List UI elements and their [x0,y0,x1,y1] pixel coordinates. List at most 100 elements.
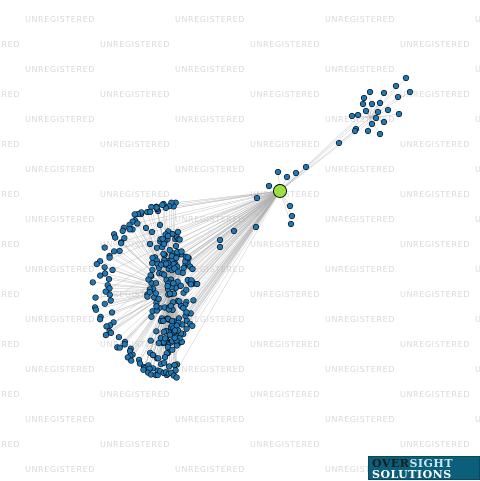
graph-node [158,262,164,268]
graph-node [148,272,154,278]
watermark-text: UNREGISTERED [475,365,480,374]
graph-node [147,209,153,215]
watermark-text: UNREGISTERED [0,390,20,399]
graph-node [336,140,342,146]
graph-node [135,221,141,227]
graph-node [154,245,160,251]
graph-node [157,222,163,228]
watermark-text: UNREGISTERED [325,365,395,374]
watermark-text: UNREGISTERED [250,240,320,249]
watermark-text: UNREGISTERED [0,290,20,299]
graph-node [367,89,373,95]
watermark-text: UNREGISTERED [175,415,245,424]
watermark-text: UNREGISTERED [0,40,20,49]
graph-node [165,233,171,239]
graph-node [162,354,168,360]
graph-node [194,281,200,287]
logo-word-solutions: SOLUTIONS [372,469,476,480]
watermark-text: UNREGISTERED [175,115,245,124]
watermark-text: UNREGISTERED [325,415,395,424]
graph-node [177,299,183,305]
graph-node [175,269,181,275]
graph-node [161,329,167,335]
graph-node [174,375,180,381]
graph-node [253,224,259,230]
graph-node [349,113,355,119]
graph-node [107,292,113,298]
watermark-text: UNREGISTERED [25,15,95,24]
graph-node [373,115,379,121]
graph-node [154,304,160,310]
graph-node [143,225,149,231]
graph-node [160,318,166,324]
graph-node [122,342,128,348]
graph-node [117,248,123,254]
graph-node [97,317,103,323]
watermark-text: UNREGISTERED [325,315,395,324]
watermark-text: UNREGISTERED [0,240,20,249]
graph-node [403,75,409,81]
watermark-text: UNREGISTERED [250,440,320,449]
watermark-text: UNREGISTERED [250,90,320,99]
watermark-text: UNREGISTERED [250,290,320,299]
watermark-text: UNREGISTERED [0,340,20,349]
watermark-text: UNREGISTERED [475,315,480,324]
watermark-text: UNREGISTERED [0,440,20,449]
graph-node [287,203,293,209]
graph-node [149,314,155,320]
graph-node [293,170,299,176]
graph-node [217,237,223,243]
graph-node [153,280,159,286]
graph-node [154,205,160,211]
graph-node [112,235,118,241]
watermark-text: UNREGISTERED [325,65,395,74]
graph-node [303,164,309,170]
graph-node [172,328,178,334]
graph-node [156,340,162,346]
graph-node [165,283,171,289]
watermark-text: UNREGISTERED [175,65,245,74]
watermark-text: UNREGISTERED [400,140,470,149]
graph-node [94,261,100,267]
graph-node [407,89,413,95]
graph-node [188,282,194,288]
graph-node [184,326,190,332]
watermark-text: UNREGISTERED [175,365,245,374]
graph-node [127,227,133,233]
graph-node [97,273,103,279]
graph-node [147,289,153,295]
graph-node [365,128,371,134]
watermark-text: UNREGISTERED [100,190,170,199]
graph-node [103,332,109,338]
graph-node [109,310,115,316]
graph-node [148,338,154,344]
graph-node [174,343,180,349]
graph-node [108,298,114,304]
graph-node [117,345,123,351]
graph-node [161,360,167,366]
graph-node [284,174,290,180]
watermark-text: UNREGISTERED [250,40,320,49]
graph-node [352,128,358,134]
watermark-text: UNREGISTERED [325,265,395,274]
graph-node [149,260,155,266]
graph-node [161,272,167,278]
graph-node [116,334,122,340]
graph-node [150,352,156,358]
watermark-text: UNREGISTERED [325,15,395,24]
graph-node [369,121,375,127]
graph-node [90,280,96,286]
graph-node [393,83,399,89]
graph-node [102,265,108,271]
watermark-text: UNREGISTERED [100,40,170,49]
graph-node [381,90,387,96]
graph-node [156,356,162,362]
watermark-text: UNREGISTERED [400,390,470,399]
watermark-text: UNREGISTERED [475,15,480,24]
graph-node [171,281,177,287]
graph-node [385,107,391,113]
graph-node [173,243,179,249]
graph-node [288,221,294,227]
graph-node [167,291,173,297]
